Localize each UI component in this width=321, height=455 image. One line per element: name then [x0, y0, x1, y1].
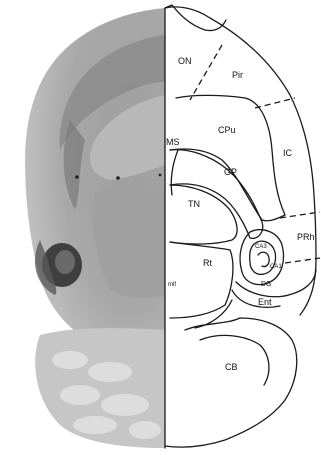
region-ent-inner	[232, 290, 280, 307]
region-hippocampus-outer	[240, 230, 283, 285]
region-cb-outline	[165, 318, 297, 447]
label-prh: PRh	[297, 232, 315, 242]
region-cb-inner	[200, 335, 269, 385]
label-cpu: CPu	[218, 125, 236, 135]
tissue-section-image	[25, 8, 165, 448]
region-ms-curve	[171, 150, 178, 195]
label-gp: GP	[224, 167, 237, 177]
label-ms: MS	[166, 137, 180, 147]
label-cb: CB	[225, 362, 238, 372]
label-dg: DG	[261, 281, 272, 288]
region-tn-outline	[170, 185, 237, 244]
label-on: ON	[178, 56, 192, 66]
label-ic: IC	[283, 148, 293, 158]
label-ent: Ent	[258, 297, 272, 307]
label-tn: TN	[188, 199, 200, 209]
outline-olfactory-notch	[165, 5, 226, 31]
label-pir: Pir	[232, 70, 243, 80]
boundary-ic-prh	[280, 212, 320, 218]
label-mlf: mlf	[168, 282, 176, 288]
region-ent-outline	[236, 270, 316, 297]
label-ca3: CA3	[255, 244, 267, 250]
boundary-on-pir	[190, 45, 222, 100]
region-gp-outline	[170, 150, 263, 239]
outline-forebrain	[165, 7, 316, 315]
label-ca1: CA1	[270, 264, 282, 270]
region-dg-curve	[258, 252, 269, 266]
boundary-prh-ent	[285, 258, 320, 263]
label-rt: Rt	[203, 258, 212, 268]
boundary-pir-ic	[255, 98, 295, 108]
region-rt-outline	[170, 242, 233, 318]
